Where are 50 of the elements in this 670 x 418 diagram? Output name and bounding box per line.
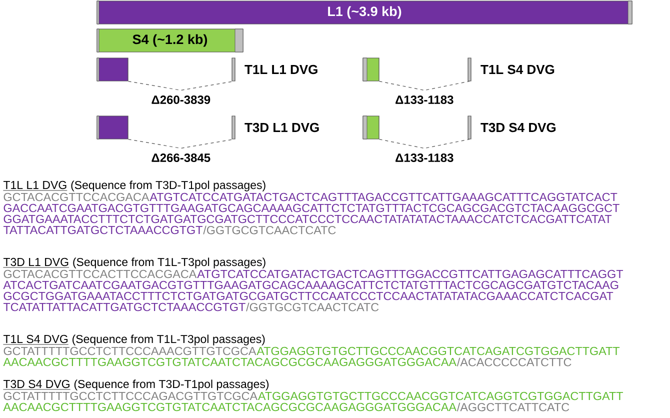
sequence-text: ATGTCATCCATGATACTGACTCAGTTTAGACCGTTCATTGAAAGCATTTCAGGTATCACT [150, 192, 618, 202]
deletion-label: Δ133-1183 [396, 154, 454, 162]
segment-block [362, 58, 380, 82]
sequence-text: /ACACCCCCATCTTC [456, 358, 572, 366]
dvg-name: T3D S4 DVG [480, 122, 556, 132]
segment-end [468, 58, 472, 82]
sequence-source: (Sequence from T3D-T1pol passages) [71, 180, 266, 192]
deletion-label: Δ133-1183 [396, 96, 454, 104]
segment-bar: L1 (~3.9 kb) [96, 0, 632, 24]
sequence-text: GCTATTTTTGCCTCTTCCCAGACGTTGTCGCA [4, 392, 258, 400]
sequence-text: TATTACATTGATGCTCTAAACCGTGT [3, 226, 202, 234]
segment-block [96, 58, 128, 82]
segment-bar: S4 (~1.2 kb) [96, 28, 244, 52]
dvg-name: T1L L1 DVG [244, 64, 318, 74]
sequence-text: ATGGAGGTGTGCTTGCCCAACGGTCATCAGGTCGTGGACTTGATT [258, 392, 623, 400]
sequence-title: T1L L1 DVG [3, 180, 68, 191]
segment-block [96, 116, 128, 140]
sequence-text: GCGCTGGATGAAATACCTTTCTCTGATGATGCGATGCTTCCAATCCCTCCAACTATATATACGAAACCATCTCACGAT [4, 292, 614, 300]
deletion-line [379, 81, 470, 91]
dvg-name: T1L S4 DVG [480, 64, 554, 74]
deletion-label: Δ266-3845 [152, 154, 210, 162]
sequence-text: GCTACACGTTCCACTTCCACGACA [4, 270, 197, 278]
segment-end [232, 116, 236, 140]
sequence-text: /AGGCTTCATTCATC [456, 402, 570, 412]
sequence-title: T1L S4 DVG [3, 334, 69, 345]
sequence-text: AACAACGCTTTTGAAGGTCGTGTATCAATCTACAGCGCGCAAGAGGGATGGGACAA [3, 358, 456, 366]
sequence-text: TCATATTATTACATTGATGCTCTAAACCGTGT [3, 302, 246, 312]
dvg-name: T3D L1 DVG [244, 122, 319, 132]
deletion-line [128, 139, 234, 149]
sequence-text: ATCACTGATCAATCGAATGACGTGTTTGAAGATGCAGCAAAAGCATTCTCTATGTTTACTCGCAGCGATGTCTACAAG [3, 280, 618, 290]
sequence-source: (Sequence from T1L-T3pol passages) [72, 334, 265, 346]
sequence-text: GCTATTTTTGCCTCTTCCCAAACGTTGTCGCA [4, 346, 256, 356]
sequence-text: AACAACGCTTTTGAAGGTCGTGTATCAATCTACAGCGCGCAAGAGGGATGGGACAA [3, 402, 456, 412]
segment-end [232, 58, 236, 82]
sequence-text: GCTACACGTTCCACGACA [4, 192, 150, 202]
sequence-title: T3D L1 DVG [3, 258, 70, 268]
deletion-line [128, 81, 234, 91]
sequence-source: (Sequence from T1L-T3pol passages) [73, 258, 266, 268]
sequence-text: /GGTGCGTCAACTCATC [246, 302, 379, 312]
segment-end [468, 116, 472, 140]
sequence-text: GACCAATCGAATGACGTGTTTGAAGATGCAGCAAAAGCATTCTCTATGTTTACTCGCAGCGACGTCTACAAGGCGCT [4, 204, 620, 212]
sequence-source: (Sequence from T3D-T1pol passages) [74, 380, 269, 390]
sequence-text: ATGGAGGTGTGCTTGCCCAACGGTCATCAGATCGTGGACTTGATT [256, 346, 620, 356]
sequence-text: GGATGAAATACCTTTCTCTGATGATGCGATGCTTCCCATCCCTCCAACTATATATACTAAACCATCTCACGATTCATAT [4, 214, 612, 224]
deletion-line [379, 139, 470, 149]
deletion-label: Δ260-3839 [152, 96, 210, 104]
sequence-text: /GGTGCGTCAACTCATC [203, 226, 336, 234]
sequence-text: ATGTCATCCATGATACTGACTCAGTTTGGACCGTTCATTGAGAGCATTTCAGGT [197, 270, 624, 278]
sequence-title: T3D S4 DVG [3, 380, 70, 390]
segment-block [362, 116, 380, 140]
